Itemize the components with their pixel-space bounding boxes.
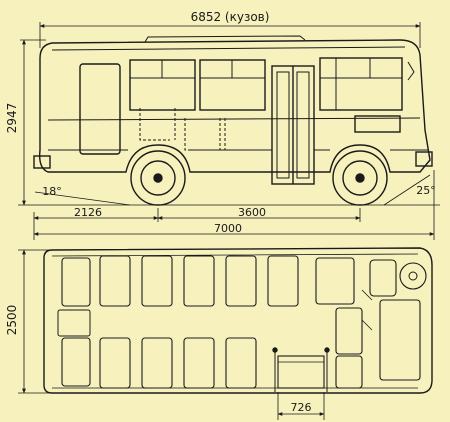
middle-door-step [277,355,325,389]
steering-wheel [399,262,427,290]
side-dimensions [20,22,435,240]
side-window-3 [319,57,403,111]
approach-angle-label: 18° [42,185,62,198]
top-body-outline [43,247,433,394]
rear-bench [57,309,91,337]
width-label: 2500 [5,305,19,336]
height-label: 2947 [5,103,19,134]
side-view [18,35,440,206]
overall-length-label: 7000 [214,222,242,235]
front-door [79,63,121,155]
door-width-label: 726 [291,401,312,414]
route-plate [354,115,401,133]
departure-angle-label: 25° [416,184,436,197]
front-overhang-label: 2126 [74,206,102,219]
rear-wheel [332,150,388,206]
wheelbase-label: 3600 [238,206,266,219]
front-wheel [130,150,186,206]
engine-cover [379,299,421,381]
side-body-outline [38,39,431,173]
driver-seat [369,259,397,297]
body-length-label: 6852 (кузов) [191,10,270,24]
top-dimensions [18,249,325,420]
top-view [43,247,433,394]
seat-row-bottom [61,307,363,389]
seat-row-top [61,255,355,307]
